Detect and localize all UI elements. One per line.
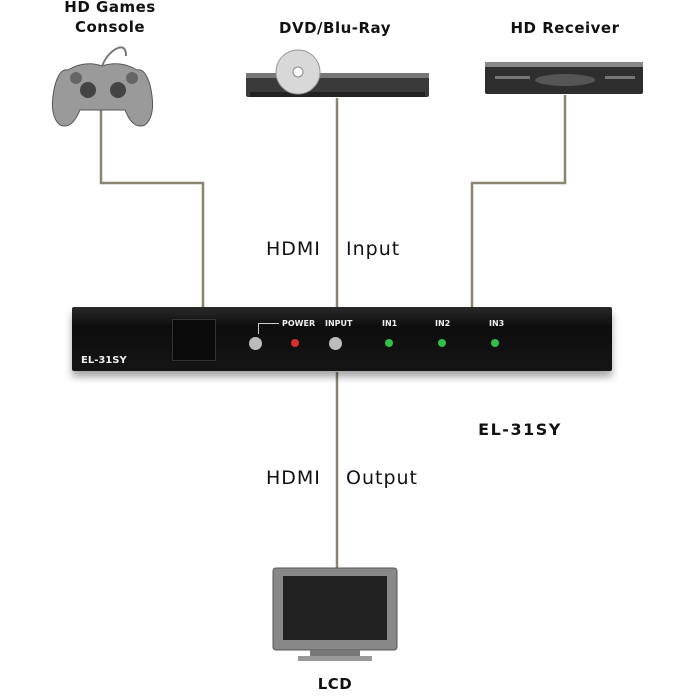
- power-led: [291, 339, 299, 347]
- power-button[interactable]: [249, 337, 262, 350]
- hdmi-output-word2: Output: [346, 467, 418, 489]
- dvd-player-icon: [246, 49, 429, 97]
- in1-led: [385, 339, 393, 347]
- input-button[interactable]: [329, 337, 342, 350]
- dvd-label: DVD/Blu-Ray: [279, 19, 391, 37]
- hdmi-input-word2: Input: [346, 238, 401, 260]
- cable-console: [99, 95, 205, 308]
- in3-led: [491, 339, 499, 347]
- in2-led: [438, 339, 446, 347]
- gamepad-icon: [51, 46, 154, 127]
- cable-receiver: [470, 95, 567, 308]
- hdmi-input-word1: HDMI: [266, 238, 321, 260]
- hdmi-output-word1: HDMI: [266, 467, 321, 489]
- console-label: HD Games Console: [40, 0, 180, 37]
- console-label-line1: HD Games: [64, 0, 156, 16]
- device-model-label: EL-31SY: [478, 420, 562, 439]
- el-31sy-switcher: POWER INPUT IN1 IN2 IN3 EL-31SY: [72, 307, 612, 371]
- receiver-label: HD Receiver: [510, 19, 620, 37]
- lcd-label: LCD: [317, 675, 353, 693]
- ir-window: [172, 319, 216, 361]
- front-model-label: EL-31SY: [81, 355, 127, 366]
- in2-label: IN2: [435, 319, 451, 328]
- console-label-line2: Console: [74, 18, 146, 36]
- input-label: INPUT: [325, 319, 353, 328]
- hd-receiver-icon: [485, 62, 643, 94]
- power-bracket: [258, 323, 279, 334]
- in1-label: IN1: [382, 319, 398, 328]
- power-label: POWER: [282, 319, 316, 328]
- lcd-tv-icon: [272, 567, 398, 661]
- in3-label: IN3: [489, 319, 505, 328]
